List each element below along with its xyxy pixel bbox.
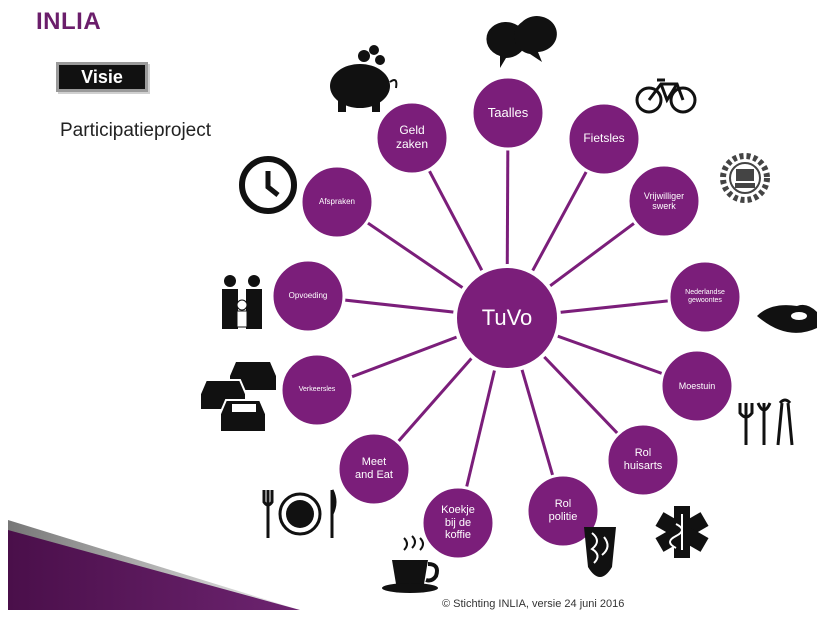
node-circle: [566, 101, 642, 177]
coffee-cup-icon: [382, 535, 439, 593]
node-circle: [605, 422, 681, 498]
nl-doet-icon: [720, 153, 770, 203]
node-circle: [525, 473, 601, 549]
language-icon: [486, 16, 557, 68]
clock-icon: [239, 156, 297, 214]
decor-wedge-purple: [8, 530, 300, 610]
node-circle: [374, 100, 450, 176]
bicycle-icon: [635, 78, 697, 114]
medical-star-icon: [655, 506, 709, 558]
node-circle: [667, 259, 743, 335]
piggy-bank-icon: [330, 45, 398, 112]
family-icon: [222, 275, 262, 329]
plate-cutlery-icon: [262, 489, 337, 538]
node-circle: [336, 431, 412, 507]
node-circle: [279, 352, 355, 428]
node-circle: [659, 348, 735, 424]
node-circle: [470, 75, 546, 151]
node-circle: [270, 258, 346, 334]
footer-copyright: © Stichting INLIA, versie 24 juni 2016: [442, 598, 625, 610]
node-circle: [420, 485, 496, 561]
visie-button[interactable]: Visie: [56, 62, 148, 92]
garden-tools-icon: [738, 398, 794, 446]
cars-icon: [199, 362, 276, 433]
node-circle: [626, 163, 702, 239]
brand-title: INLIA: [36, 8, 102, 35]
node-circle: [299, 164, 375, 240]
page-subtitle: Participatieproject: [60, 120, 212, 141]
clog-icon: [757, 304, 817, 333]
center-node: [453, 264, 561, 372]
police-badge-icon: [584, 527, 616, 577]
